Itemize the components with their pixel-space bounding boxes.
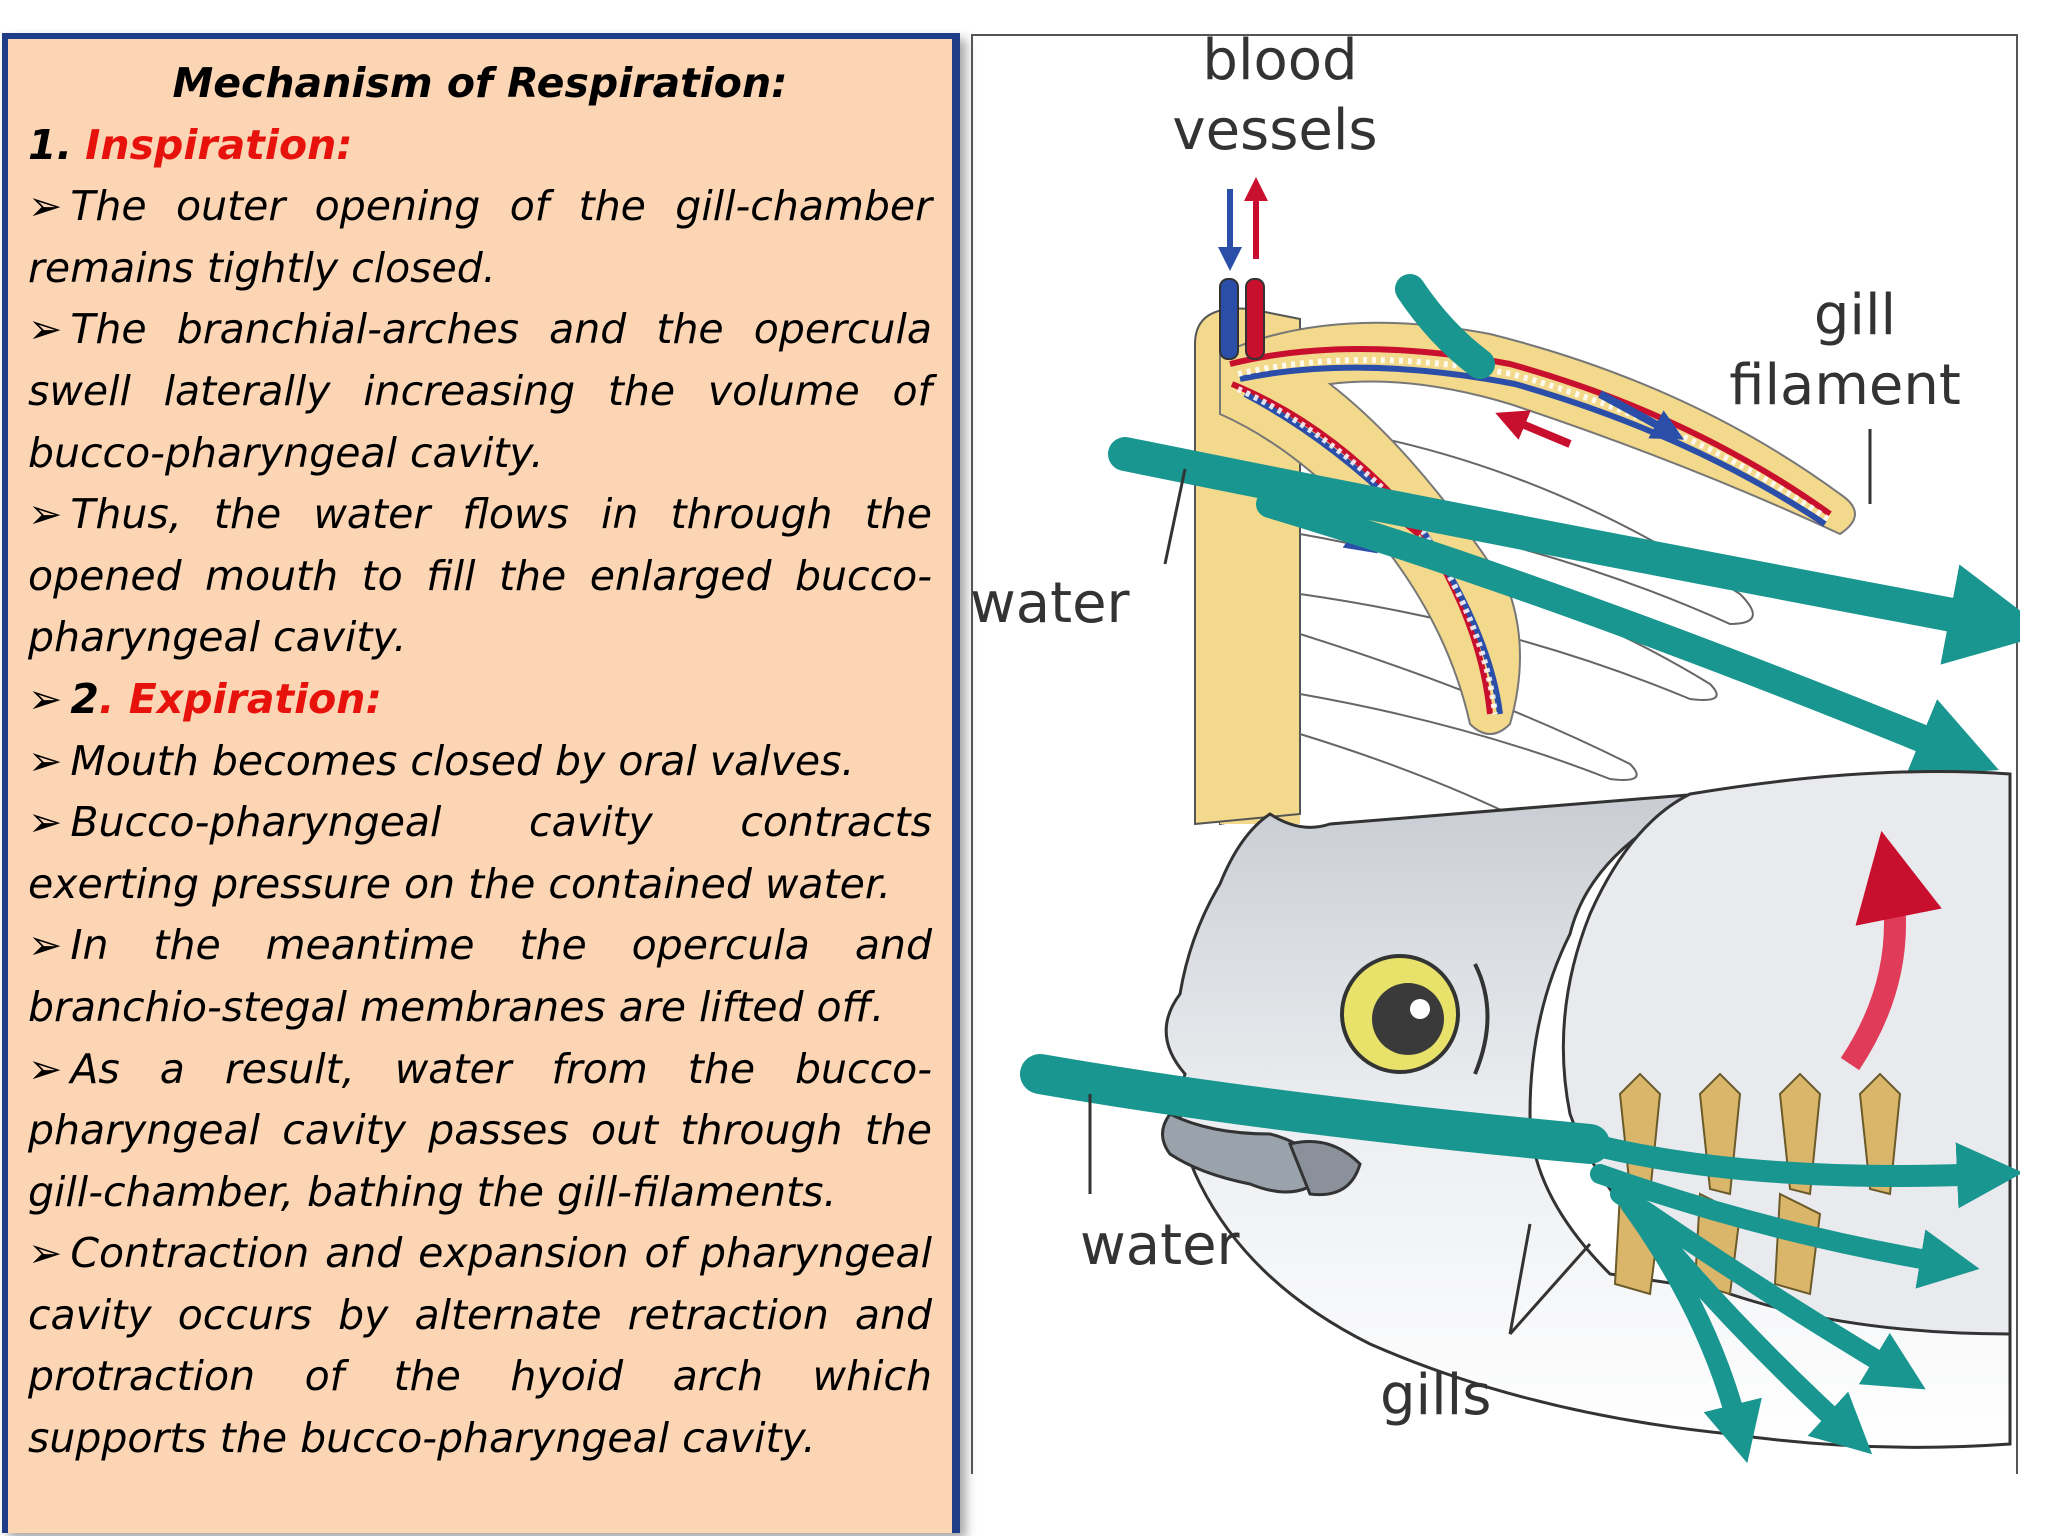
list-item: ➢Bucco-pharyngeal cavity contracts exert… [28,792,932,915]
arrow-bullet-icon: ➢ [28,182,63,231]
expiration-point-1: Mouth becomes closed by oral valves. [70,736,855,785]
label-vessels: vessels [1172,98,1377,163]
arrow-bullet-icon: ➢ [28,921,63,970]
arrow-bullet-icon: ➢ [28,736,63,785]
label-filament: filament [1729,353,1961,418]
label-gill: gill [1814,283,1896,348]
label-water-lower: water [1080,1213,1241,1278]
expiration-heading: ➢2. Expiration: [28,669,932,731]
inspiration-point-3: Thus, the water flows in through the ope… [28,490,932,662]
label-blood: blood [1202,34,1357,93]
expiration-point-3: In the meantime the opercula and branchi… [28,921,932,1031]
list-item: ➢In the meantime the opercula and branch… [28,915,932,1038]
list-item: ➢The outer opening of the gill-chamber r… [28,176,932,299]
label-gills: gills [1380,1363,1491,1428]
operculum-lift-arrow [1840,830,1942,1071]
label-water-upper: water [970,571,1131,636]
list-item: ➢The branchial-arches and the opercula s… [28,299,932,484]
expiration-label: . Expiration: [98,674,382,723]
label-leader-lines [1088,429,1872,1335]
arrow-bullet-icon: ➢ [28,798,63,847]
list-item: ➢Contraction and expansion of pharyngeal… [28,1223,932,1469]
water-flow-arrows-upper [1108,274,2020,777]
inspiration-point-1: The outer opening of the gill-chamber re… [28,182,932,292]
text-panel: Mechanism of Respiration: 1. Inspiration… [2,33,960,1533]
arrow-bullet-icon: ➢ [28,674,63,723]
page-title: Mechanism of Respiration: [172,59,788,107]
fish-gill-diagram: blood vessels gill filament water water … [970,34,2020,1474]
list-item: ➢Mouth becomes closed by oral valves. [28,731,932,793]
list-item: ➢As a result, water from the bucco-phary… [28,1039,932,1224]
expiration-number: 2 [70,674,99,723]
water-flow-arrows-lower [1020,1054,2020,1464]
expiration-point-5: Contraction and expansion of pharyngeal … [28,1229,932,1463]
inspiration-label: Inspiration: [85,120,353,169]
expiration-point-4: As a result, water from the bucco-pharyn… [28,1044,932,1216]
expiration-point-2: Bucco-pharyngeal cavity contracts exerti… [28,798,932,908]
arrow-bullet-icon: ➢ [28,1044,63,1093]
arrow-bullet-icon: ➢ [28,490,63,539]
arrow-bullet-icon: ➢ [28,305,63,354]
inspiration-number: 1. [28,120,73,169]
inspiration-point-2: The branchial-arches and the opercula sw… [28,305,932,477]
blood-vessel-stubs [1218,177,1268,360]
inspiration-heading: 1. Inspiration: [28,115,932,177]
gill-diagram-svg: blood vessels gill filament water water … [970,34,2020,1474]
list-item: ➢Thus, the water flows in through the op… [28,484,932,669]
arrow-bullet-icon: ➢ [28,1229,63,1278]
